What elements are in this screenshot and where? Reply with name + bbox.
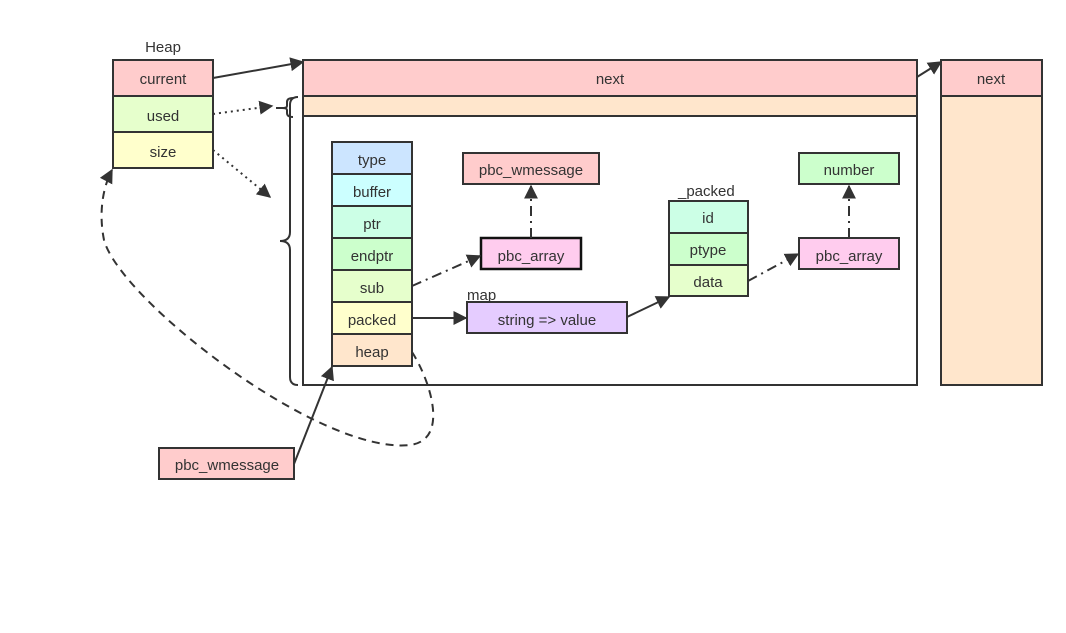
packed-field-data-box bbox=[668, 264, 749, 297]
wmessage-field-buffer-label: buffer bbox=[353, 184, 391, 201]
page-block-used-region bbox=[302, 95, 918, 117]
free-space-brace bbox=[279, 96, 299, 386]
root-message-node: pbc_wmessage bbox=[158, 447, 295, 480]
root-message-label: pbc_wmessage bbox=[175, 457, 279, 474]
heap-field-used-label: used bbox=[147, 108, 180, 125]
map-label: string => value bbox=[498, 312, 596, 329]
packed-field-data-label: data bbox=[693, 274, 723, 291]
packed-field-data: data bbox=[668, 264, 749, 297]
map-to-packed-arrow bbox=[626, 296, 671, 318]
sub-target-box bbox=[462, 152, 600, 185]
wmessage-field-endptr-box bbox=[331, 237, 413, 271]
data-array-box bbox=[798, 237, 900, 270]
heap-field-size-box bbox=[112, 131, 214, 169]
wmessage-field-buffer: buffer bbox=[331, 173, 413, 207]
wmessage-field-heap-box bbox=[331, 333, 413, 367]
number-label: number bbox=[824, 162, 875, 179]
heap-field-size: size bbox=[112, 131, 214, 169]
heap-field-used: used bbox=[112, 95, 214, 133]
wmessage-field-heap: heap bbox=[331, 333, 413, 367]
heap-struct: Heap current used size bbox=[112, 39, 214, 169]
wmessage-struct: type buffer ptr endptr sub packed heap bbox=[331, 141, 413, 367]
map-node: map string => value bbox=[466, 287, 628, 334]
number-box bbox=[798, 152, 900, 185]
wmessage-field-type: type bbox=[331, 141, 413, 175]
current-to-page-arrow bbox=[212, 57, 305, 79]
sub-to-array-arrow bbox=[411, 254, 482, 287]
wmessage-field-type-label: type bbox=[358, 152, 386, 169]
packed-field-id-label: id bbox=[702, 210, 714, 227]
packed-field-id-box bbox=[668, 200, 749, 234]
wmessage-field-type-box bbox=[331, 141, 413, 175]
heap-field-current-label: current bbox=[140, 71, 188, 88]
root-message-box bbox=[158, 447, 295, 480]
wmessage-field-packed: packed bbox=[331, 301, 413, 335]
next-block-header bbox=[940, 59, 1043, 97]
sub-target-node: pbc_wmessage bbox=[462, 152, 600, 185]
packed-field-id: id bbox=[668, 200, 749, 234]
root-to-struct-arrow bbox=[293, 365, 334, 465]
packed-title: _packed bbox=[677, 183, 735, 200]
wmessage-field-packed-label: packed bbox=[348, 312, 396, 329]
packed-field-ptype: ptype bbox=[668, 232, 749, 266]
wmessage-field-sub-label: sub bbox=[360, 280, 384, 297]
packed-field-ptype-label: ptype bbox=[690, 242, 727, 259]
wmessage-field-buffer-box bbox=[331, 173, 413, 207]
wmessage-field-endptr-label: endptr bbox=[351, 248, 394, 265]
next-block-header-label: next bbox=[977, 71, 1006, 88]
sub-array-node: pbc_array bbox=[479, 236, 583, 271]
used-pointer-arrow bbox=[212, 100, 274, 115]
heap-to-heapstruct-arrow bbox=[99, 168, 435, 447]
wmessage-field-heap-label: heap bbox=[355, 344, 388, 361]
heap-title: Heap bbox=[145, 39, 181, 56]
next-block: next bbox=[940, 59, 1043, 386]
wmessage-field-ptr-box bbox=[331, 205, 413, 239]
heap-field-current-box bbox=[112, 59, 214, 97]
data-array-node: pbc_array bbox=[798, 237, 900, 270]
packed-struct: _packed id ptype data bbox=[668, 183, 749, 297]
wmessage-field-sub: sub bbox=[331, 269, 413, 303]
next-block-body bbox=[940, 59, 1043, 386]
page-to-next-arrow bbox=[916, 61, 943, 78]
number-node: number bbox=[798, 152, 900, 185]
data-to-array-arrow bbox=[747, 253, 800, 282]
page-block-header-label: next bbox=[596, 71, 625, 88]
map-box bbox=[466, 301, 628, 334]
wmessage-field-packed-box bbox=[331, 301, 413, 335]
sub-target-label: pbc_wmessage bbox=[479, 162, 583, 179]
heap-field-size-label: size bbox=[150, 144, 177, 161]
size-pointer-arrow bbox=[212, 149, 272, 198]
heap-field-current: current bbox=[112, 59, 214, 97]
wmessage-field-endptr: endptr bbox=[331, 237, 413, 271]
data-array-label: pbc_array bbox=[816, 248, 883, 265]
sub-array-label: pbc_array bbox=[498, 248, 565, 265]
wmessage-field-ptr-label: ptr bbox=[363, 216, 381, 233]
map-title: map bbox=[467, 287, 496, 304]
wmessage-field-ptr: ptr bbox=[331, 205, 413, 239]
